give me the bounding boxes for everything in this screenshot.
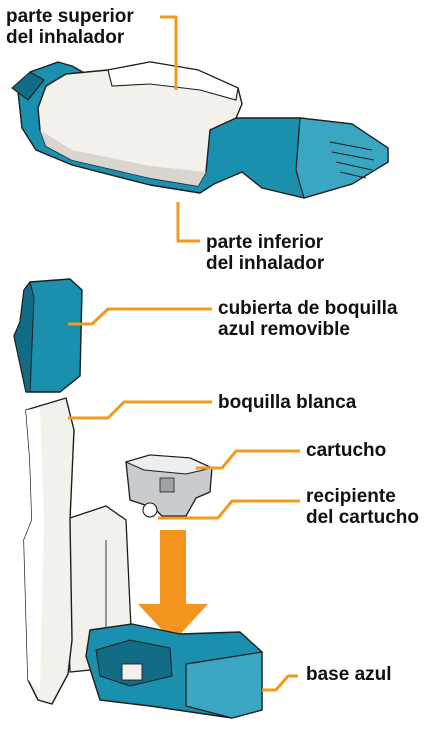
label-base-line1: base azul [306, 664, 392, 685]
label-cartridge-line1: cartucho [306, 440, 387, 461]
mouthpiece-grip-ridges [329, 141, 375, 179]
blue-base-illustration [85, 623, 263, 719]
cartridge-wheel [142, 502, 158, 518]
leader-top-inhaler [160, 15, 178, 90]
cap-side [13, 280, 35, 393]
base-white-insert [121, 663, 143, 681]
leader-bottom-inhaler [176, 202, 200, 243]
leader-cartridge-holder [158, 499, 300, 520]
label-bottom-inhaler-line2: del inhalador [206, 253, 325, 274]
label-cap-line1: cubierta de boquilla [218, 298, 398, 319]
label-cap-line2: azul removible [218, 319, 350, 340]
base-inner-wall [95, 639, 173, 687]
label-cartridge-holder-line2: del cartucho [306, 507, 419, 528]
base-front-face [185, 651, 263, 719]
label-bottom-inhaler: parte inferior del inhalador [206, 232, 324, 274]
leader-mouthpiece [68, 400, 212, 420]
label-cartridge-holder-line1: recipiente [306, 486, 396, 507]
cartridge-window [159, 477, 175, 493]
inhaler-mouthpiece-extension [295, 117, 389, 199]
label-mouthpiece-line1: boquilla blanca [218, 392, 357, 413]
leader-lines [68, 15, 300, 692]
label-mouthpiece: boquilla blanca [218, 392, 356, 413]
label-top-inhaler-line2: del inhalador [6, 27, 125, 48]
leader-cap [68, 307, 212, 326]
inhaler-top-ridge [107, 61, 239, 101]
label-top-inhaler: parte superior del inhalador [6, 6, 134, 48]
leader-cartridge [196, 449, 300, 470]
inhaler-top-shadow [40, 130, 206, 186]
leader-base [262, 674, 298, 692]
label-cartridge-holder: recipiente del cartucho [306, 486, 419, 528]
inhaler-left-tab [11, 71, 45, 101]
cartridge-illustration [124, 454, 214, 518]
label-cartridge: cartucho [306, 440, 386, 461]
down-arrow-icon [138, 530, 208, 642]
assembled-inhaler-illustration [11, 61, 389, 199]
label-bottom-inhaler-line1: parte inferior [206, 232, 324, 253]
label-cap: cubierta de boquilla azul removible [218, 298, 397, 340]
label-base: base azul [306, 664, 392, 685]
mouthpiece-cap-illustration [13, 278, 83, 393]
label-top-inhaler-line1: parte superior [6, 6, 134, 27]
mouthpiece-shade [24, 408, 44, 690]
